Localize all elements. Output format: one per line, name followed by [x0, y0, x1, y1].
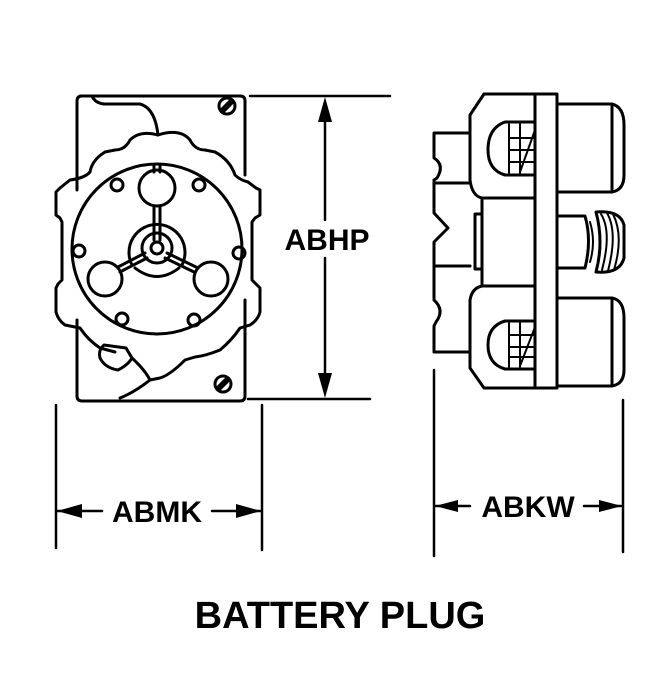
arrow-left-icon	[57, 504, 82, 518]
mounting-hole	[71, 243, 87, 259]
connector-face	[70, 162, 244, 336]
screw-icon	[217, 96, 237, 116]
flange-bar	[533, 92, 559, 390]
mounting-hole	[231, 245, 247, 261]
contact-left	[86, 260, 124, 298]
front-view	[54, 94, 262, 403]
mounting-hole	[186, 312, 202, 328]
dimension-label-front-width: ABMK	[112, 496, 202, 529]
terminal-middle	[555, 214, 590, 270]
mounting-hole	[109, 177, 125, 193]
terminal-lower	[555, 296, 626, 388]
arrow-right-icon	[599, 500, 622, 512]
front-plate	[75, 94, 247, 403]
arrow-left-icon	[435, 500, 458, 512]
arrow-right-icon	[236, 504, 261, 518]
arrow-down-icon	[318, 373, 332, 398]
mounting-hole	[114, 311, 130, 327]
dimension-lines	[54, 94, 625, 558]
dimension-label-height: ABHP	[284, 224, 369, 257]
terminal-upper	[555, 102, 626, 194]
drawing-title: BATTERY PLUG	[195, 595, 486, 637]
arrow-up-icon	[318, 97, 332, 122]
mounting-hole	[191, 177, 207, 193]
flange	[54, 130, 262, 400]
contact-right	[192, 260, 230, 298]
dimension-label-side-width: ABKW	[481, 491, 575, 524]
contact-top	[137, 168, 177, 208]
side-view	[432, 92, 626, 390]
screw-icon	[213, 374, 233, 394]
